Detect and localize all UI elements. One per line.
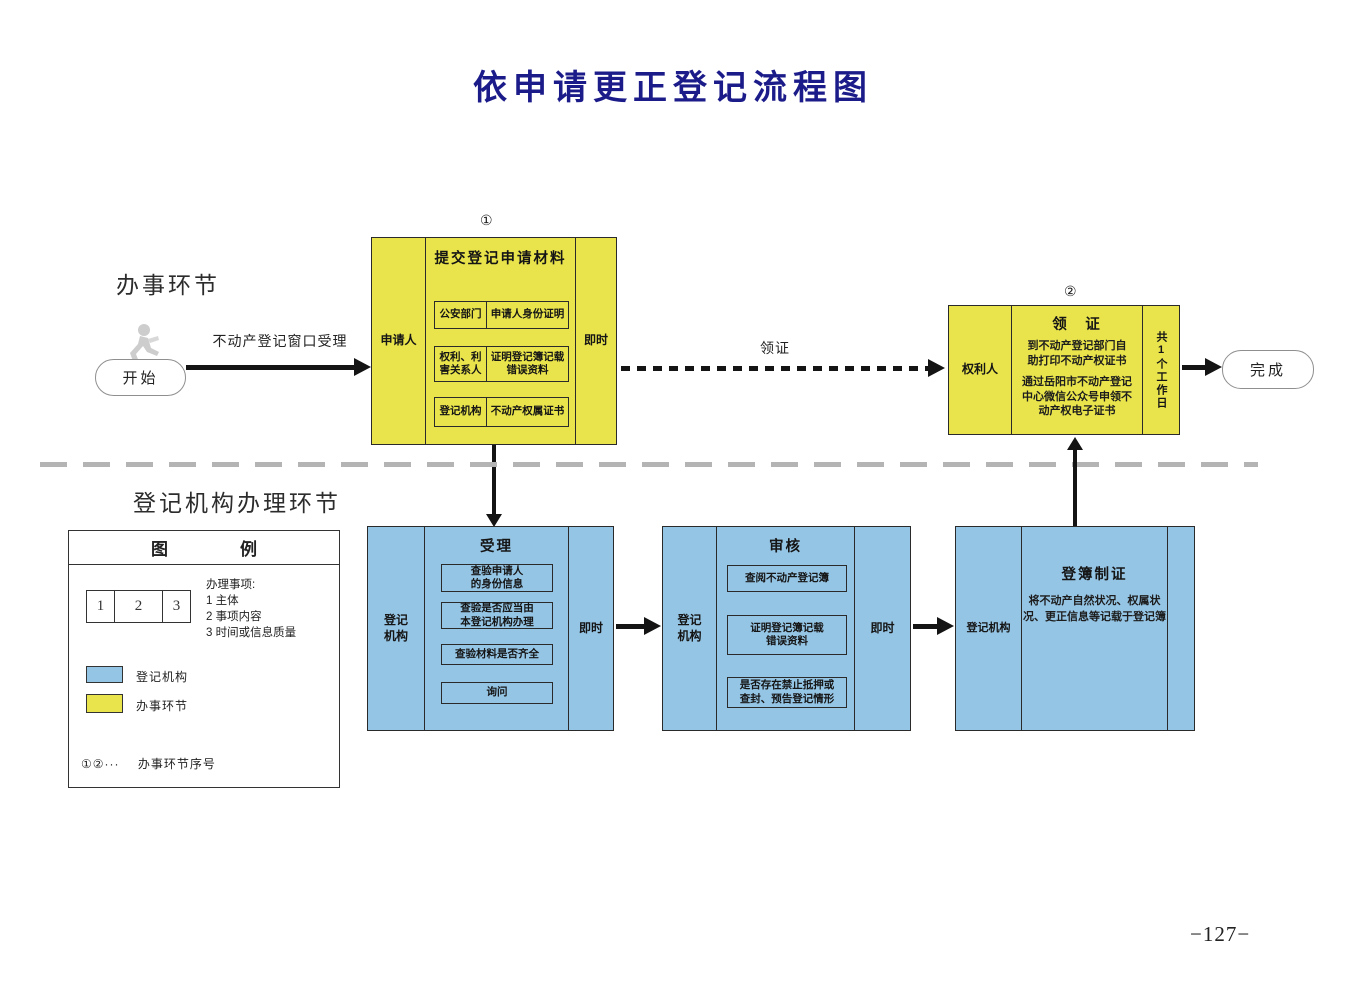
accept-box-subject: 登记 机构 xyxy=(368,527,425,730)
start-node: 开始 xyxy=(95,359,186,396)
legend-note-1: 1 主体 xyxy=(206,595,239,607)
arrow-label-collect: 领证 xyxy=(760,340,790,356)
page-title: 依申请更正登记流程图 xyxy=(473,70,873,107)
review-box-time: 即时 xyxy=(854,527,910,730)
accept-item-3: 查验材料是否齐全 xyxy=(441,644,553,665)
accept-item-1: 查验申请人 的身份信息 xyxy=(441,564,553,592)
legend-cell-2: 2 xyxy=(114,591,162,622)
accept-box-content: 受理 查验申请人 的身份信息 查验是否应当由 本登记机构办理 查验材料是否齐全 … xyxy=(425,527,568,730)
accept-item-2: 查验是否应当由 本登记机构办理 xyxy=(441,602,553,629)
arrow-submit-to-collect xyxy=(621,366,929,371)
submit-row-2-who: 权利、利 害关系人 xyxy=(435,347,487,381)
lane-label-agency: 登记机构办理环节 xyxy=(133,490,341,516)
record-box-right-column xyxy=(1167,527,1194,730)
collect-box-title: 领 证 xyxy=(1052,317,1102,333)
accept-box-time: 即时 xyxy=(568,527,613,730)
submit-row-3-who: 登记机构 xyxy=(435,398,487,426)
submit-box-content: 提交登记申请材料 公安部门 申请人身份证明 权利、利 害关系人 证明登记簿记载 … xyxy=(426,238,575,444)
legend-cell-1: 1 xyxy=(96,598,105,614)
legend-box: 图 例 1 2 3 办理事项: 1 主体 2 事项内容 3 时间或信息质量 登记… xyxy=(68,530,340,788)
end-node: 完成 xyxy=(1222,350,1314,389)
legend-seq-prefix: ①②··· xyxy=(81,757,120,771)
legend-applicant-label: 办事环节 xyxy=(136,699,189,713)
collect-box-para2: 通过岳阳市不动产登记 中心微信公众号申领不 动产权电子证书 xyxy=(1022,376,1132,417)
submit-row-3: 登记机构 不动产权属证书 xyxy=(434,397,569,427)
arrowhead-right-icon xyxy=(937,617,954,635)
legend-agency-label: 登记机构 xyxy=(136,670,189,684)
arrow-collect-to-end xyxy=(1182,365,1208,370)
legend-title-right: 例 xyxy=(240,540,257,559)
step-marker-1: ① xyxy=(480,212,493,228)
submit-row-2-what: 证明登记簿记载 错误资料 xyxy=(490,350,565,376)
running-person-icon xyxy=(130,324,159,364)
legend-cell-3: 3 xyxy=(162,591,190,622)
arrowhead-right-icon xyxy=(928,359,945,377)
arrowhead-down-icon xyxy=(486,514,502,527)
collect-certificate-box: 权利人 领 证 到不动产登记部门自 助打印不动产权证书 通过岳阳市不动产登记 中… xyxy=(948,305,1180,435)
arrowhead-right-icon xyxy=(1205,358,1222,376)
collect-box-content: 领 证 到不动产登记部门自 助打印不动产权证书 通过岳阳市不动产登记 中心微信公… xyxy=(1012,306,1142,434)
arrow-start-to-submit xyxy=(186,365,356,370)
legend-title: 图 例 xyxy=(69,531,339,565)
review-item-1: 查阅不动产登记簿 xyxy=(727,565,847,592)
step-marker-2: ② xyxy=(1064,283,1077,299)
accept-item-4: 询问 xyxy=(441,682,553,704)
record-box-content: 登簿制证 将不动产自然状况、权属状 况、更正信息等记载于登记簿 xyxy=(1022,527,1167,730)
collect-box-time-text: 共1个工作日 xyxy=(1155,330,1167,410)
review-box-subject: 登记 机构 xyxy=(663,527,717,730)
legend-seq-label: 办事环节序号 xyxy=(137,757,216,771)
review-box-content: 审核 查阅不动产登记簿 证明登记簿记载 错误资料 是否存在禁止抵押或 查封、预告… xyxy=(717,527,854,730)
review-item-2: 证明登记簿记载 错误资料 xyxy=(727,615,847,655)
arrow-record-to-collect xyxy=(1073,449,1077,526)
legend-note-2: 2 事项内容 xyxy=(206,611,262,623)
page-number: −127− xyxy=(1190,922,1251,946)
review-box: 登记 机构 审核 查阅不动产登记簿 证明登记簿记载 错误资料 是否存在禁止抵押或… xyxy=(662,526,911,731)
arrowhead-up-icon xyxy=(1067,437,1083,450)
review-item-3: 是否存在禁止抵押或 查封、预告登记情形 xyxy=(727,677,847,708)
legend-sequence-note: ①②··· 办事环节序号 xyxy=(81,755,216,772)
arrowhead-right-icon xyxy=(354,358,371,376)
lane-divider xyxy=(40,462,1258,467)
arrowhead-right-icon xyxy=(644,617,661,635)
collect-box-para1: 到不动产登记部门自 助打印不动产权证书 xyxy=(1027,340,1127,367)
legend-note-3: 3 时间或信息质量 xyxy=(206,627,297,639)
submit-row-3-what: 不动产权属证书 xyxy=(490,405,565,418)
collect-box-subject: 权利人 xyxy=(949,306,1012,434)
submit-row-1-what: 申请人身份证明 xyxy=(490,308,565,321)
arrow-label-window-accept: 不动产登记窗口受理 xyxy=(212,333,348,349)
legend-notes: 办理事项: 1 主体 2 事项内容 3 时间或信息质量 xyxy=(206,577,296,641)
submit-box-time: 即时 xyxy=(575,238,616,444)
submit-materials-box: 申请人 提交登记申请材料 公安部门 申请人身份证明 权利、利 害关系人 证明登记… xyxy=(371,237,617,445)
submit-box-title: 提交登记申请材料 xyxy=(434,251,567,267)
record-box-body: 将不动产自然状况、权属状 况、更正信息等记载于登记簿 xyxy=(1023,595,1166,623)
submit-box-subject: 申请人 xyxy=(372,238,426,444)
arrow-submit-to-accept xyxy=(492,445,496,517)
submit-row-1: 公安部门 申请人身份证明 xyxy=(434,301,569,329)
legend-title-left: 图 xyxy=(151,540,168,559)
record-box-title: 登簿制证 xyxy=(1061,567,1128,583)
collect-box-time: 共1个工作日 xyxy=(1142,306,1179,434)
arrow-accept-to-review xyxy=(616,624,646,629)
submit-row-2: 权利、利 害关系人 证明登记簿记载 错误资料 xyxy=(434,346,569,382)
legend-notes-title: 办理事项: xyxy=(206,579,256,591)
record-certify-box: 登记机构 登簿制证 将不动产自然状况、权属状 况、更正信息等记载于登记簿 xyxy=(955,526,1195,731)
review-box-title: 审核 xyxy=(769,539,802,555)
lane-label-applicant: 办事环节 xyxy=(116,272,220,298)
legend-swatch-agency xyxy=(86,666,123,683)
record-box-subject: 登记机构 xyxy=(956,527,1022,730)
submit-row-1-who: 公安部门 xyxy=(435,302,487,328)
legend-123-cells: 1 2 3 xyxy=(86,590,191,623)
legend-swatch-applicant xyxy=(86,694,123,713)
arrow-review-to-record xyxy=(913,624,939,629)
accept-box: 登记 机构 受理 查验申请人 的身份信息 查验是否应当由 本登记机构办理 查验材… xyxy=(367,526,614,731)
accept-box-title: 受理 xyxy=(480,539,513,555)
